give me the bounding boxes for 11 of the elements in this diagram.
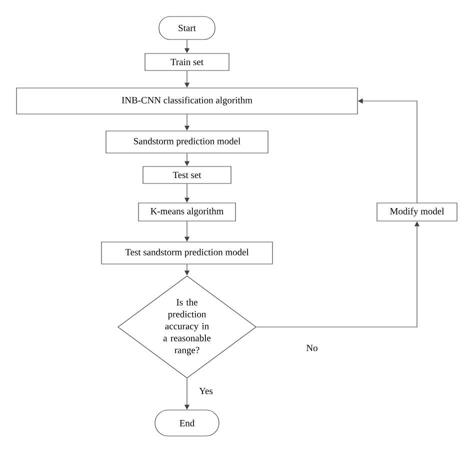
process-box: INB-CNN classification algorithm [16, 88, 358, 114]
edge-label: Yes [198, 386, 214, 396]
edge-label: No [305, 344, 319, 352]
process-box: Test set [142, 166, 232, 184]
process-box: Test sandstorm prediction model [101, 242, 273, 264]
terminal-box: Start [158, 16, 216, 40]
process-box: Modify model [376, 202, 458, 222]
process-box: K-means algorithm [138, 202, 236, 222]
process-box: Sandstorm prediction model [106, 130, 268, 154]
process-box: Train set [144, 53, 230, 71]
terminal-box: End [154, 410, 220, 436]
